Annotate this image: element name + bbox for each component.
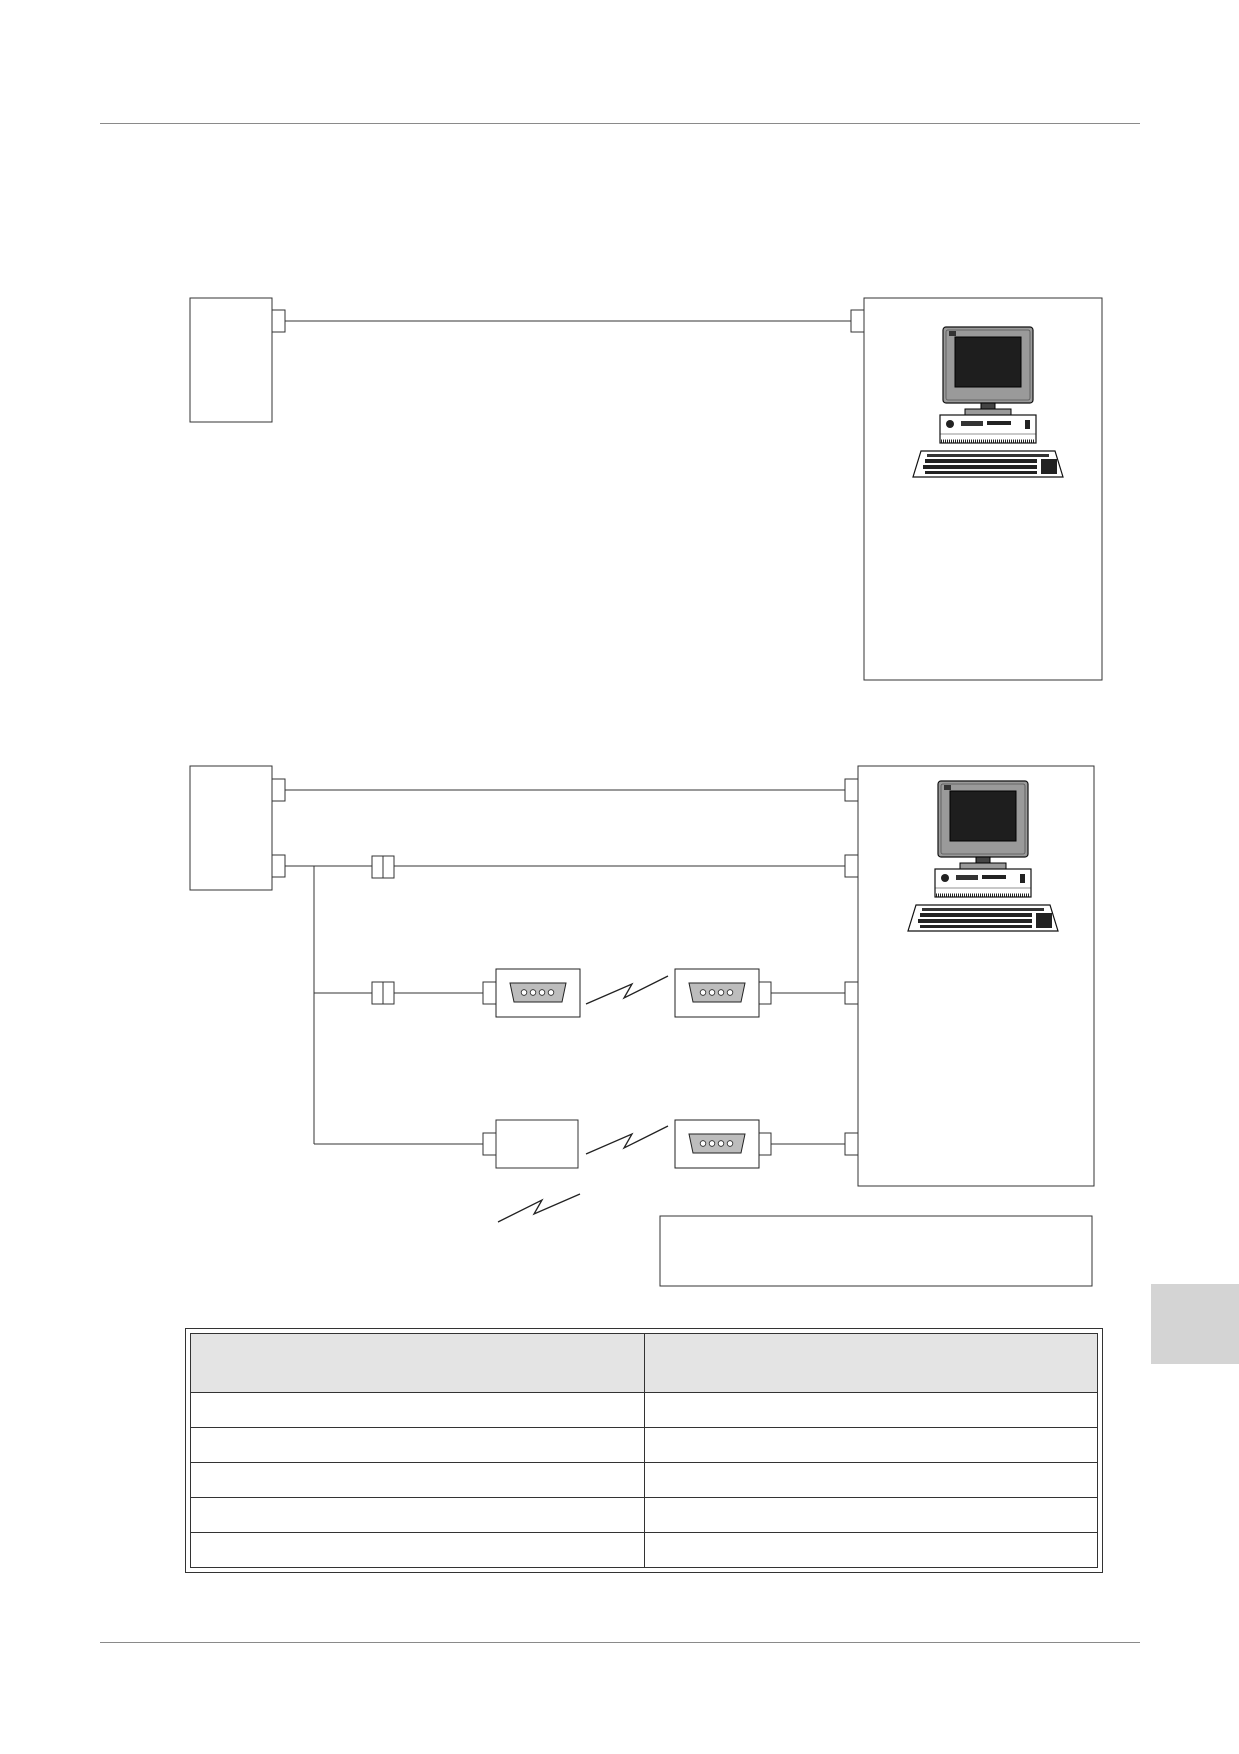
table-cell: [190, 1532, 645, 1568]
table-cell: [643, 1392, 1098, 1428]
table-cell: [643, 1462, 1098, 1498]
connector-icon: [757, 981, 772, 1005]
legend-table-frame: [185, 1328, 1103, 1573]
connector-icon: [850, 309, 865, 333]
table-cell: [190, 1392, 645, 1428]
header-rule: [100, 123, 1140, 124]
table-row: [190, 1497, 1098, 1533]
device-box-1: [189, 297, 273, 423]
connector-icon: [271, 309, 286, 333]
connector-icon: [482, 981, 497, 1005]
connector-icon: [844, 981, 859, 1005]
note-box: [659, 1215, 1093, 1287]
coupler-icon: [371, 981, 384, 1005]
table-cell: [190, 1427, 645, 1463]
coupler-icon: [382, 981, 395, 1005]
coupler-icon: [371, 855, 384, 879]
table-header-cell: [190, 1333, 645, 1393]
table-row: [190, 1532, 1098, 1568]
modem-icon: [674, 968, 760, 1018]
connector-icon: [482, 1132, 497, 1156]
connector-icon: [271, 778, 286, 802]
modem-icon: [674, 1119, 760, 1169]
table-cell: [190, 1497, 645, 1533]
radio-link-icon: [497, 1193, 581, 1223]
table-cell: [190, 1462, 645, 1498]
radio-link-icon: [585, 975, 669, 1005]
table-header-cell: [643, 1333, 1098, 1393]
legend-table: [190, 1333, 1098, 1568]
table-row: [190, 1427, 1098, 1463]
connector-icon: [844, 854, 859, 878]
chapter-tab: [1151, 1284, 1239, 1364]
radio-link-icon: [585, 1125, 669, 1155]
modem-icon: [495, 968, 581, 1018]
table-row: [190, 1462, 1098, 1498]
footer-rule: [100, 1642, 1140, 1643]
connector-icon: [757, 1132, 772, 1156]
table-header-row: [190, 1333, 1098, 1393]
coupler-icon: [382, 855, 395, 879]
connector-icon: [844, 778, 859, 802]
device-box-2: [189, 765, 273, 891]
table-cell: [643, 1497, 1098, 1533]
table-cell: [643, 1532, 1098, 1568]
connector-icon: [844, 1132, 859, 1156]
table-cell: [643, 1427, 1098, 1463]
radio-unit: [495, 1119, 579, 1169]
connector-icon: [271, 854, 286, 878]
table-row: [190, 1392, 1098, 1428]
